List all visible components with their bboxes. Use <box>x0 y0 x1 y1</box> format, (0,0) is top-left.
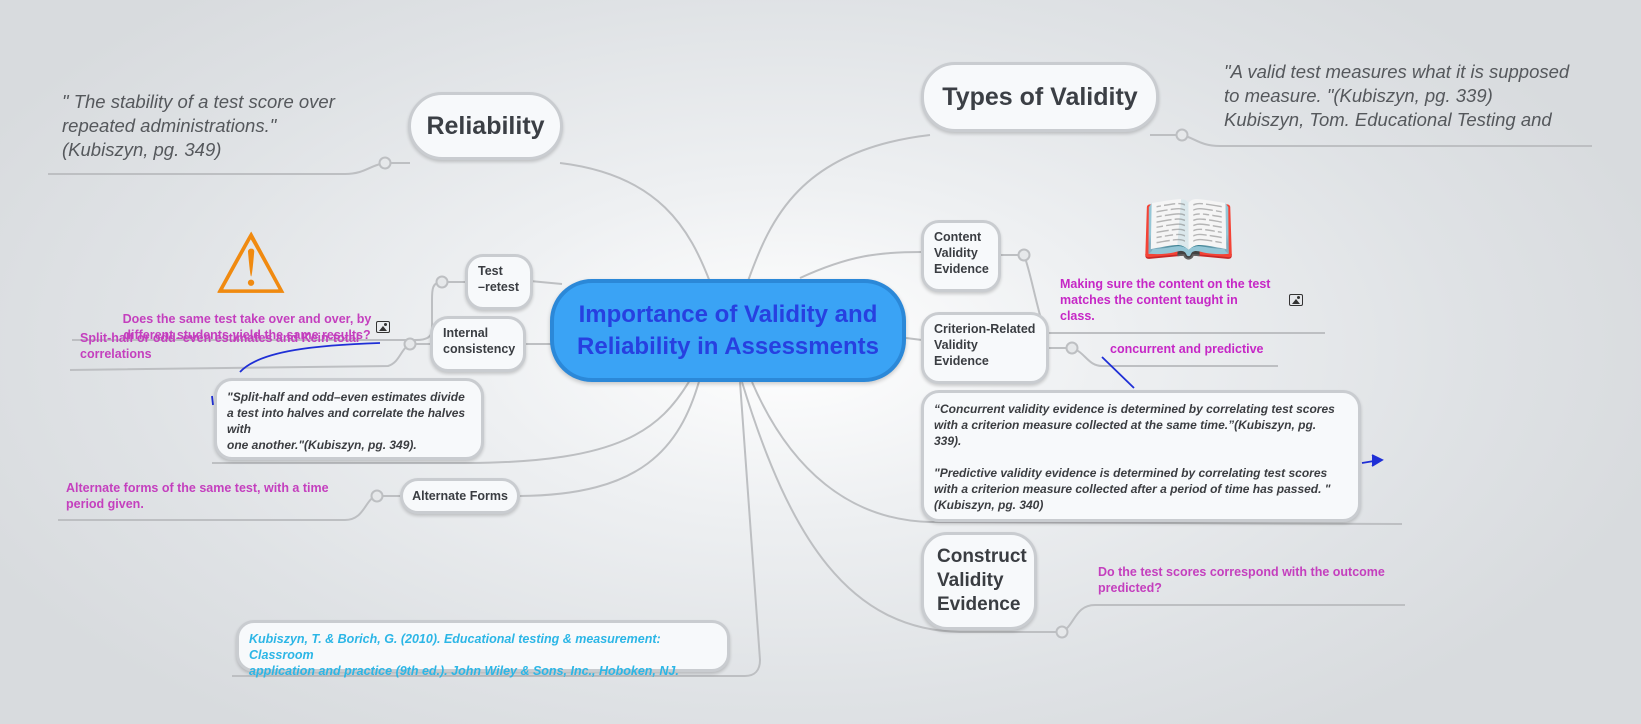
test-retest-line: Test <box>478 264 503 278</box>
criterion-quote-line: with a criterion measure collected at th… <box>934 418 1317 432</box>
criterion-validity-node[interactable]: Criterion-Related Validity Evidence <box>921 312 1049 384</box>
internal-note-line: Does the same test take over and over, b… <box>122 312 372 326</box>
alternate-forms-label: Alternate Forms <box>412 489 508 503</box>
test-retest-node[interactable]: Test –retest <box>465 254 533 310</box>
construct-validity-line: Validity <box>937 570 1004 591</box>
criterion-quote-node[interactable]: “Concurrent validity evidence is determi… <box>921 390 1361 522</box>
book-icon: 📖 <box>1140 185 1238 273</box>
alternate-note-line: period given. <box>66 497 144 511</box>
reliability-quote-line: (Kubiszyn, pg. 349) <box>62 139 222 160</box>
validity-quote-line: to measure. "(Kubiszyn, pg. 339) <box>1224 85 1493 106</box>
split-quote-line: with <box>227 422 251 436</box>
criterion-quote-line: "Predictive validity evidence is determi… <box>934 466 1328 480</box>
internal-note-methods[interactable]: Split-half or odd–even estimates and Kei… <box>80 330 380 362</box>
content-note-line: Making sure the content on the test <box>1060 277 1271 291</box>
split-quote-line: "Split-half and odd–even estimates divid… <box>227 390 465 404</box>
alternate-forms-node[interactable]: Alternate Forms <box>400 478 520 514</box>
criterion-quote-spacer <box>934 449 1348 465</box>
criterion-validity-line: Criterion-Related <box>934 322 1036 336</box>
citation-line: application and practice (9th ed.). John… <box>249 664 679 678</box>
criterion-validity-line: Validity <box>934 338 978 352</box>
internal-consistency-line: consistency <box>443 342 516 356</box>
construct-validity-node[interactable]: Construct Validity Evidence <box>921 532 1037 630</box>
internal-note-line: correlations <box>80 347 152 361</box>
construct-note-line: predicted? <box>1098 581 1162 595</box>
types-of-validity-node[interactable]: Types of Validity <box>921 62 1159 132</box>
types-of-validity-title: Types of Validity <box>942 82 1138 111</box>
content-validity-line: Validity <box>934 246 978 260</box>
construct-note-line: Do the test scores correspond with the o… <box>1098 565 1385 579</box>
alternate-note-line: Alternate forms of the same test, with a… <box>66 481 329 495</box>
content-validity-node[interactable]: Content Validity Evidence <box>921 220 1001 292</box>
split-quote-line: one another."(Kubiszyn, pg. 349). <box>227 438 417 452</box>
criterion-quote-line: (Kubiszyn, pg. 340) <box>934 498 1044 512</box>
validity-quote: "A valid test measures what it is suppos… <box>1224 60 1594 132</box>
validity-quote-line: Kubiszyn, Tom. Educational Testing and <box>1224 109 1552 130</box>
test-retest-line: –retest <box>478 280 519 294</box>
reliability-quote-line: repeated administrations." <box>62 115 277 136</box>
citation-line: Kubiszyn, T. & Borich, G. (2010). Educat… <box>249 632 661 662</box>
content-validity-note[interactable]: Making sure the content on the test matc… <box>1060 276 1290 324</box>
split-half-quote-node[interactable]: "Split-half and odd–even estimates divid… <box>214 378 484 460</box>
construct-validity-line: Construct <box>937 546 1027 567</box>
criterion-quote-line: with a criterion measure collected after… <box>934 482 1331 496</box>
alternate-forms-note[interactable]: Alternate forms of the same test, with a… <box>66 480 356 512</box>
construct-validity-note[interactable]: Do the test scores correspond with the o… <box>1098 564 1408 596</box>
internal-consistency-line: Internal <box>443 326 489 340</box>
internal-note-line: Split-half or odd–even estimates and Kei… <box>80 331 360 345</box>
reliability-node[interactable]: Reliability <box>408 92 563 160</box>
construct-validity-line: Evidence <box>937 594 1021 615</box>
reliability-title: Reliability <box>426 111 545 140</box>
internal-note-line: different students yield the same result… <box>123 328 371 342</box>
content-validity-line: Content <box>934 230 982 244</box>
reliability-quote: " The stability of a test score over rep… <box>62 90 382 162</box>
image-icon[interactable] <box>1289 294 1303 306</box>
central-topic[interactable]: Importance of Validity and Reliability i… <box>550 279 906 382</box>
warning-icon: ⚠ <box>213 217 289 311</box>
validity-quote-line: "A valid test measures what it is suppos… <box>1224 61 1570 82</box>
content-note-line: class. <box>1060 309 1095 323</box>
internal-consistency-node[interactable]: Internal consistency <box>430 316 526 372</box>
image-icon[interactable] <box>376 321 390 333</box>
internal-note-question[interactable]: Does the same test take over and over, b… <box>112 311 382 343</box>
content-note-line: matches the content taught in <box>1060 293 1238 307</box>
central-topic-line1: Importance of Validity and <box>578 300 878 328</box>
criterion-quote-line: 339). <box>934 434 962 448</box>
reliability-quote-line: " The stability of a test score over <box>62 91 335 112</box>
criterion-validity-note[interactable]: concurrent and predictive <box>1110 342 1264 356</box>
central-topic-line2: Reliability in Assessments <box>577 332 879 360</box>
citation-node[interactable]: Kubiszyn, T. & Borich, G. (2010). Educat… <box>236 620 730 678</box>
criterion-validity-line: Evidence <box>934 354 989 368</box>
split-quote-line: a test into halves and correlate the hal… <box>227 406 466 420</box>
content-validity-line: Evidence <box>934 262 989 276</box>
criterion-quote-line: “Concurrent validity evidence is determi… <box>934 402 1335 416</box>
